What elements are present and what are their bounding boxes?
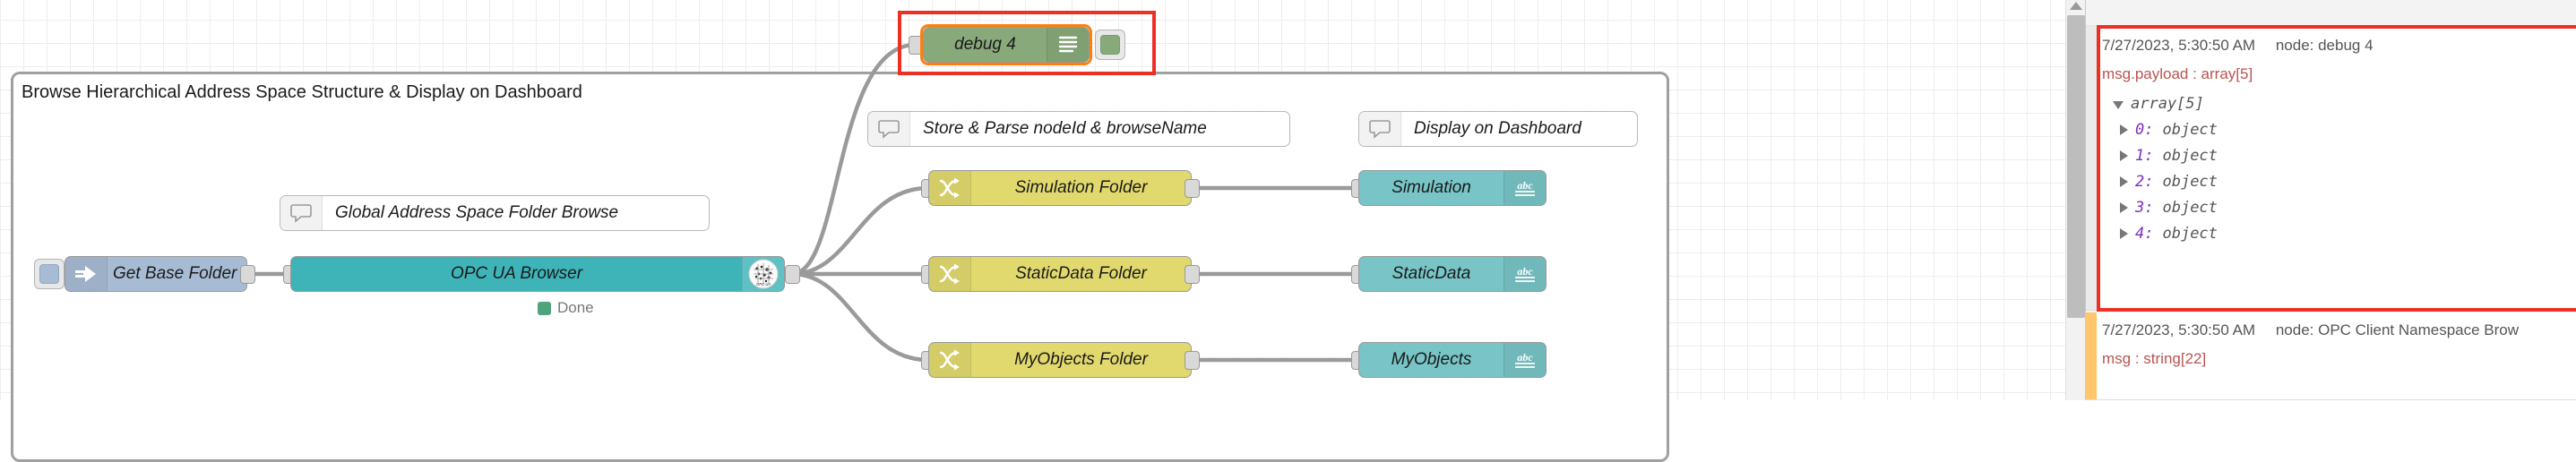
debug-item-type: object xyxy=(2162,199,2218,217)
output-port[interactable] xyxy=(1185,265,1200,284)
comment-label: Display on Dashboard xyxy=(1414,119,1581,138)
chevron-down-icon[interactable] xyxy=(2113,101,2124,109)
comment-display-dashboard[interactable]: Display on Dashboard xyxy=(1358,111,1638,147)
debug-tree-item[interactable]: 0: object xyxy=(2102,120,2576,140)
node-opc-ua-browser[interactable]: OPC UA Browser OPC UA xyxy=(290,256,785,292)
debug-toggle-indicator xyxy=(1100,35,1120,55)
debug-message-header: 7/27/2023, 5:30:50 AM node: OPC Client N… xyxy=(2102,312,2576,339)
debug-item-index: 1: xyxy=(2135,147,2154,165)
comment-icon xyxy=(1359,112,1401,146)
debug-tree-item[interactable]: 2: object xyxy=(2102,172,2576,192)
node-label: Simulation Folder xyxy=(1014,178,1148,197)
abc-icon: abc xyxy=(1503,343,1546,377)
switch-icon xyxy=(929,343,971,377)
debug-tree-item[interactable]: 1: object xyxy=(2102,146,2576,166)
debug-enable-toggle[interactable] xyxy=(1095,30,1125,60)
debug-item-type: object xyxy=(2162,121,2218,139)
debug-list-icon xyxy=(1047,28,1089,62)
debug-tree-item[interactable]: 3: object xyxy=(2102,198,2576,218)
debug-message-gutter xyxy=(2086,26,2097,310)
inject-arrow-icon xyxy=(65,257,108,291)
comment-label: Store & Parse nodeId & browseName xyxy=(923,119,1207,138)
debug-root-label: array[5] xyxy=(2131,95,2204,113)
node-label: StaticData Folder xyxy=(1015,264,1147,283)
node-status-done: Done xyxy=(538,299,594,317)
panel-divider[interactable] xyxy=(2085,0,2086,400)
comment-icon xyxy=(280,196,323,230)
node-label: debug 4 xyxy=(954,35,1016,54)
inject-button-indicator xyxy=(39,264,59,284)
chevron-right-icon[interactable] xyxy=(2120,228,2128,239)
output-port[interactable] xyxy=(1185,179,1200,198)
scroll-up-arrow-icon[interactable] xyxy=(2070,2,2082,10)
output-port[interactable] xyxy=(1185,351,1200,370)
abc-icon: abc xyxy=(1503,171,1546,205)
node-label: MyObjects Folder xyxy=(1014,350,1148,369)
debug-message-header: 7/27/2023, 5:30:50 AM node: debug 4 xyxy=(2102,26,2576,55)
output-port[interactable] xyxy=(240,265,255,284)
debug-message-accent xyxy=(2086,312,2097,399)
abc-icon: abc xyxy=(1503,257,1546,291)
canvas-vertical-scrollbar[interactable] xyxy=(2065,0,2086,400)
chevron-right-icon[interactable] xyxy=(2120,202,2128,213)
debug-source-node: node: debug 4 xyxy=(2275,37,2374,54)
node-label: MyObjects xyxy=(1391,350,1472,369)
debug-source-node: node: OPC Client Namespace Brow xyxy=(2275,321,2520,338)
node-get-base-folder-structure[interactable]: Get Base Folder Structure ¹ xyxy=(65,256,247,292)
node-myobjects-text[interactable]: MyObjects abc xyxy=(1358,342,1546,378)
switch-icon xyxy=(929,171,971,205)
debug-property-label: msg.payload : array[5] xyxy=(2102,65,2253,82)
inject-trigger-button[interactable] xyxy=(34,259,65,289)
chevron-right-icon[interactable] xyxy=(2120,176,2128,187)
comment-store-parse[interactable]: Store & Parse nodeId & browseName xyxy=(867,111,1290,147)
status-label: Done xyxy=(557,299,594,316)
debug-timestamp: 7/27/2023, 5:30:50 AM xyxy=(2102,37,2256,54)
node-staticdata-folder[interactable]: StaticData Folder xyxy=(928,256,1192,292)
node-label: StaticData xyxy=(1391,264,1471,283)
comment-label: Global Address Space Folder Browse xyxy=(335,203,619,222)
debug-sidebar-header xyxy=(2086,0,2576,26)
debug-message[interactable]: 7/27/2023, 5:30:50 AM node: debug 4 msg.… xyxy=(2086,26,2576,311)
comment-global-address-space[interactable]: Global Address Space Folder Browse xyxy=(280,195,710,231)
debug-item-type: object xyxy=(2162,147,2218,165)
node-label: Simulation xyxy=(1391,178,1471,197)
debug-item-index: 2: xyxy=(2135,173,2154,191)
node-myobjects-folder[interactable]: MyObjects Folder xyxy=(928,342,1192,378)
node-label: Get Base Folder Structure ¹ xyxy=(113,264,246,283)
debug-item-index: 3: xyxy=(2135,199,2154,217)
opc-ua-logo-icon: OPC UA xyxy=(742,257,784,291)
chevron-right-icon[interactable] xyxy=(2120,150,2128,161)
svg-text:abc: abc xyxy=(1517,265,1533,278)
debug-sidebar[interactable]: 7/27/2023, 5:30:50 AM node: debug 4 msg.… xyxy=(2086,0,2576,400)
debug-property-label: msg : string[22] xyxy=(2102,350,2207,367)
debug-tree-item[interactable]: 4: object xyxy=(2102,224,2576,244)
debug-object-tree[interactable]: array[5] 0: object 1: object 2: xyxy=(2102,83,2576,244)
output-port[interactable] xyxy=(785,265,800,284)
node-debug-4[interactable]: debug 4 xyxy=(923,27,1090,63)
debug-timestamp: 7/27/2023, 5:30:50 AM xyxy=(2102,321,2256,338)
flow-canvas[interactable]: Browse Hierarchical Address Space Struct… xyxy=(0,0,2065,462)
svg-text:abc: abc xyxy=(1517,179,1533,192)
svg-text:abc: abc xyxy=(1517,351,1533,364)
node-label: OPC UA Browser xyxy=(450,264,583,283)
node-staticdata-text[interactable]: StaticData abc xyxy=(1358,256,1546,292)
flow-group-title: Browse Hierarchical Address Space Struct… xyxy=(22,82,582,102)
debug-item-index: 0: xyxy=(2135,121,2154,139)
svg-text:OPC UA: OPC UA xyxy=(756,282,771,287)
debug-tree-root[interactable]: array[5] xyxy=(2102,94,2576,114)
debug-item-type: object xyxy=(2162,225,2218,243)
scrollbar-thumb[interactable] xyxy=(2067,15,2085,318)
debug-item-index: 4: xyxy=(2135,225,2154,243)
node-simulation-folder[interactable]: Simulation Folder xyxy=(928,170,1192,206)
node-simulation-text[interactable]: Simulation abc xyxy=(1358,170,1546,206)
input-port[interactable] xyxy=(909,36,924,55)
debug-message[interactable]: 7/27/2023, 5:30:50 AM node: OPC Client N… xyxy=(2086,312,2576,400)
switch-icon xyxy=(929,257,971,291)
comment-icon xyxy=(868,112,910,146)
chevron-right-icon[interactable] xyxy=(2120,124,2128,135)
debug-item-type: object xyxy=(2162,173,2218,191)
status-dot-icon xyxy=(538,301,551,315)
